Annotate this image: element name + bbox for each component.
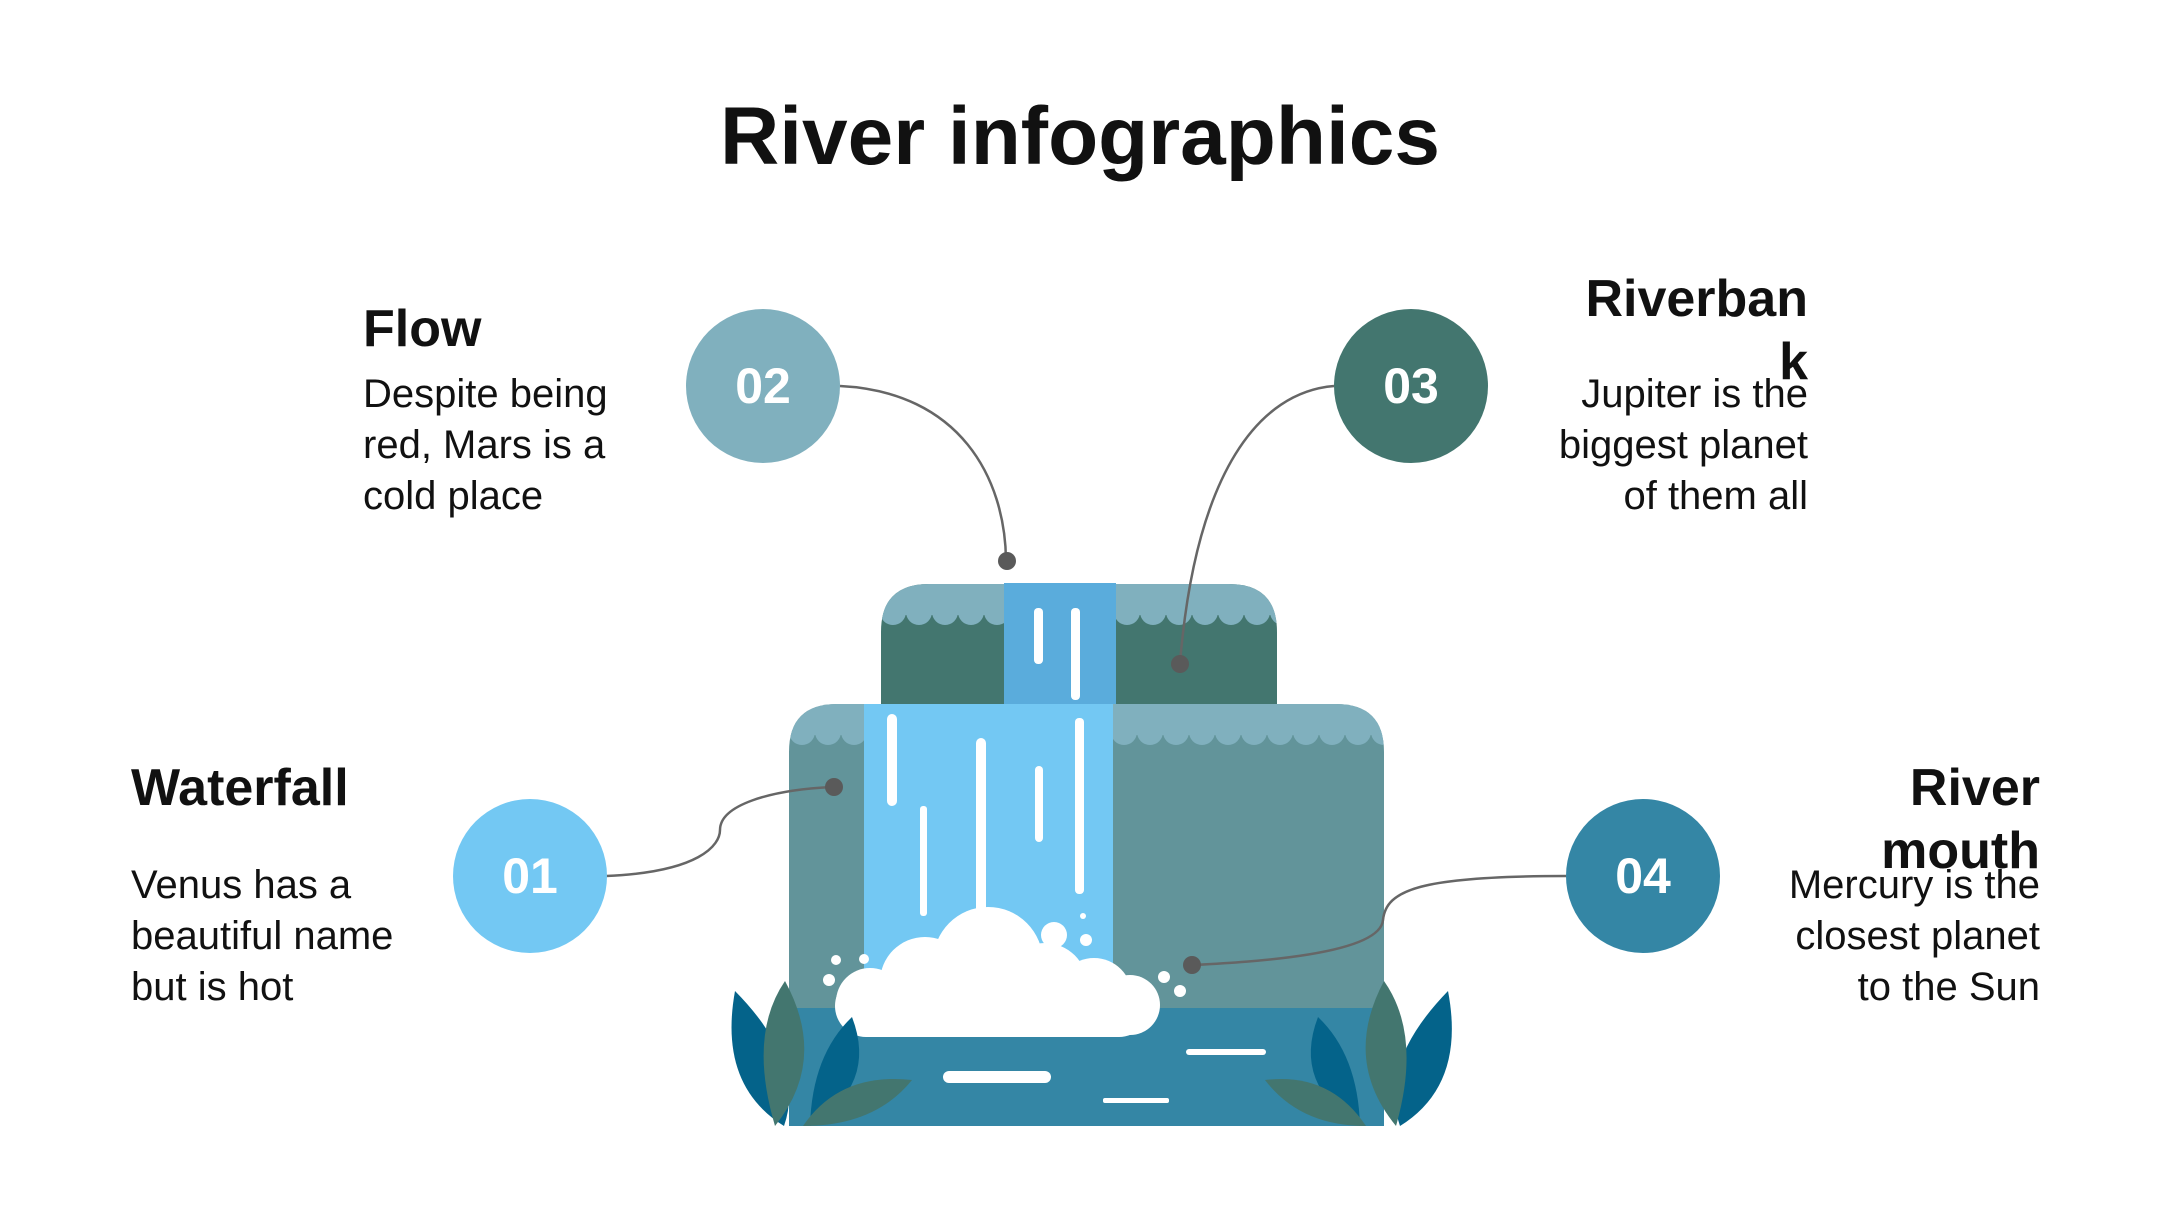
page-title: River infographics (720, 91, 1440, 182)
foam-cloud (823, 907, 1186, 1037)
item-01-heading: Waterfall (131, 759, 349, 817)
connector-01 (605, 785, 833, 878)
connector-02 (839, 384, 1008, 561)
item-01-text: Venus has a beautiful name but is hot (131, 863, 394, 1010)
item-04-heading: River mouth (1881, 759, 2040, 881)
item-02-text: Despite being red, Mars is a cold place (363, 372, 608, 519)
connector-lines (605, 384, 1567, 967)
leaves-right (1265, 981, 1452, 1126)
step-number-01: 01 (453, 799, 607, 953)
connector-04 (1193, 874, 1567, 967)
item-03-heading: Riverbank (1585, 270, 1808, 392)
step-number-03: 03 (1334, 309, 1488, 463)
step-number-02: 02 (686, 309, 840, 463)
item-02-heading: Flow (363, 300, 482, 358)
item-03-text: Jupiter is the biggest planet of them al… (1558, 372, 1808, 519)
item-04-text: Mercury is the closest planet to the Sun (1788, 863, 2040, 1010)
leaves-left (731, 981, 912, 1126)
upper-stream (1004, 583, 1116, 705)
step-number-04: 04 (1566, 799, 1720, 953)
connector-dots (825, 552, 1201, 974)
connector-03 (1178, 384, 1335, 664)
